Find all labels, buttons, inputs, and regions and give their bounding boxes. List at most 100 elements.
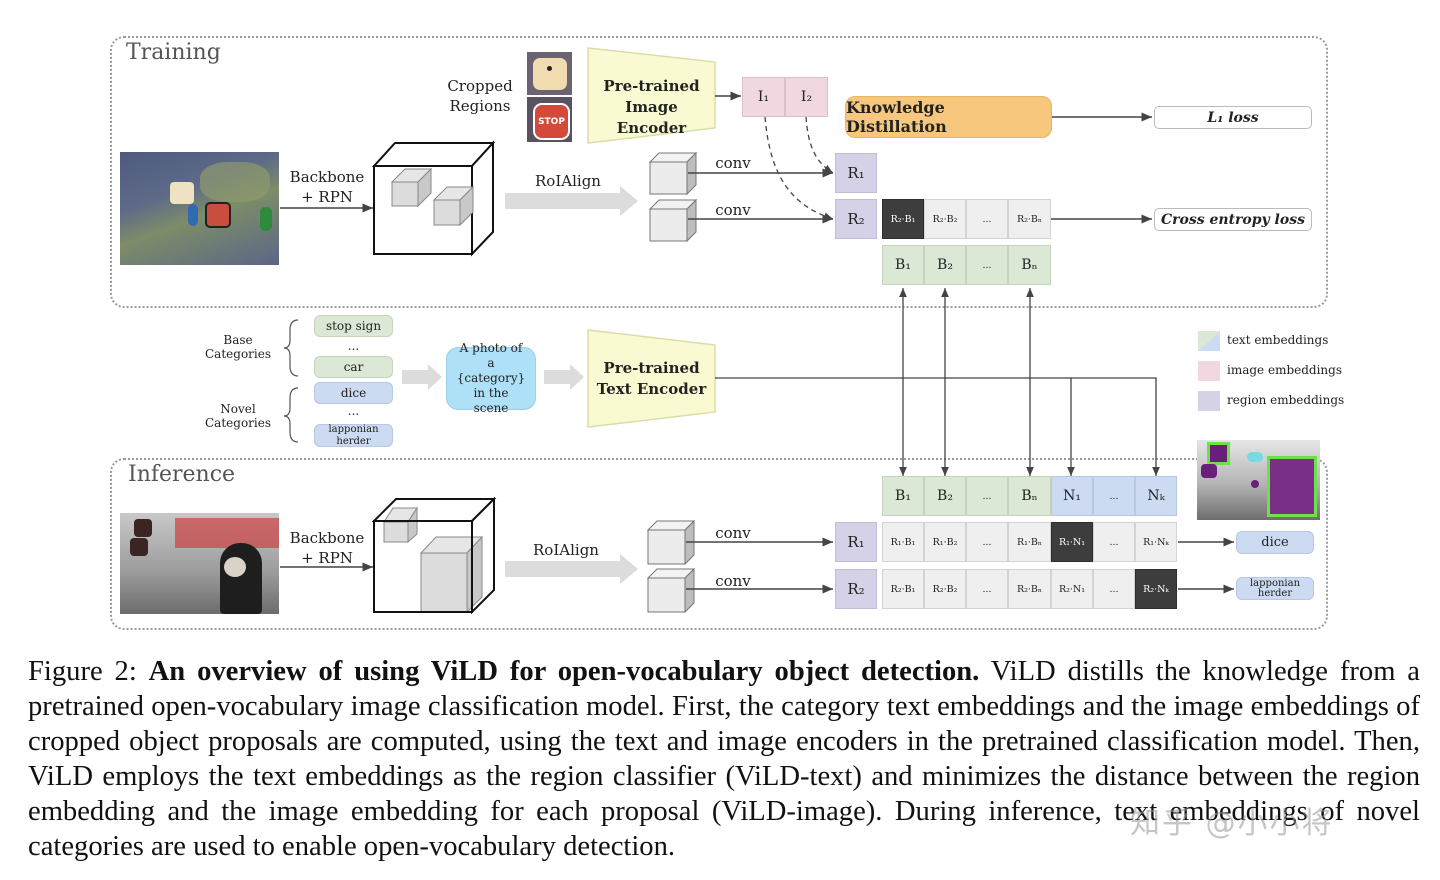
- inference-score-r1: R₁·B₂: [924, 522, 966, 562]
- region-embedding-r1-training: R₁: [835, 153, 877, 193]
- inference-text-embedding: ...: [966, 476, 1008, 516]
- inference-score-r1: R₁·B₁: [882, 522, 924, 562]
- backbone-label-training: Backbone + RPN: [284, 167, 370, 207]
- arrow-prompt-to-encoder: [544, 364, 584, 390]
- inference-text-embedding: B₁: [882, 476, 924, 516]
- training-base-embedding: Bₙ: [1008, 245, 1051, 285]
- image-encoder-line-2: Image Encoder: [616, 98, 687, 137]
- inference-text-embedding: B₂: [924, 476, 966, 516]
- category-lapponian-herder: lapponian herder: [314, 424, 393, 447]
- conv-label-1-training: conv: [715, 154, 751, 172]
- training-panel: [110, 36, 1328, 308]
- region-embedding-r2-inference: R₂: [835, 569, 877, 609]
- roi-cube-2-inference: [646, 567, 696, 614]
- dashed-arrow-i2-to-r1: [805, 116, 834, 174]
- novel-bracket: [283, 387, 299, 443]
- roi-cube-1-training: [648, 151, 698, 196]
- training-title: Training: [126, 40, 221, 65]
- prediction-dice: dice: [1236, 531, 1314, 554]
- detection-output-image: [1197, 440, 1320, 520]
- caption-label: Figure 2:: [28, 656, 137, 687]
- roi-cube-2-training: [648, 198, 698, 243]
- inference-score-r2: R₂·Bₙ: [1008, 569, 1051, 609]
- dashed-arrow-i1-to-r2: [764, 116, 834, 220]
- inference-score-r2: R₂·N₁: [1051, 569, 1093, 609]
- novel-categories-label: Novel Categories: [205, 402, 271, 430]
- category-dice: dice: [314, 382, 393, 404]
- inference-score-r1-highlight: R₁·N₁: [1051, 522, 1093, 562]
- roialign-arrow-inference: [505, 554, 638, 584]
- knowledge-distillation-box: Knowledge Distillation: [845, 96, 1052, 138]
- training-score-cell: ...: [966, 199, 1008, 239]
- inference-score-r1: ...: [966, 522, 1008, 562]
- training-score-cell: R₂·Bₙ: [1008, 199, 1051, 239]
- text-encoder-line-2: Text Encoder: [596, 380, 707, 398]
- inference-input-image: [120, 513, 279, 614]
- image-encoder: Pre-trained Image Encoder: [588, 76, 715, 139]
- conv-label-2-training: conv: [715, 201, 751, 219]
- region-embedding-r1-inference: R₁: [835, 522, 877, 562]
- inference-score-r2: ...: [966, 569, 1008, 609]
- inference-panel: [110, 458, 1328, 630]
- training-base-embedding: B₂: [924, 245, 966, 285]
- inference-title: Inference: [128, 462, 236, 487]
- training-base-embedding: ...: [966, 245, 1008, 285]
- training-score-cell: R₂·B₂: [924, 199, 966, 239]
- inference-score-r1: R₁·Nₖ: [1135, 522, 1177, 562]
- inference-score-r1: ...: [1093, 522, 1135, 562]
- rpn-text: + RPN: [301, 549, 353, 567]
- backbone-text: Backbone: [289, 529, 365, 547]
- base-categories-label: Base Categories: [205, 333, 271, 361]
- caption-body: ViLD distills the knowledge from a pretr…: [28, 656, 1420, 862]
- legend-swatch-text: [1198, 331, 1220, 351]
- inference-score-r2: R₂·B₁: [882, 569, 924, 609]
- text-encoder-output-line: [715, 377, 1160, 476]
- legend-swatch-image: [1198, 361, 1220, 381]
- l1-loss-box: L₁ loss: [1154, 106, 1312, 129]
- cropped-dice-image: [527, 52, 572, 95]
- prediction-lapponian-herder: lapponian herder: [1236, 577, 1314, 600]
- training-input-image: [120, 152, 279, 265]
- figure-caption: Figure 2: An overview of using ViLD for …: [28, 654, 1420, 864]
- base-categories-ellipsis: ...: [347, 339, 360, 353]
- region-embedding-r2-training: R₂: [835, 199, 877, 239]
- legend-text-embeddings: text embeddings: [1227, 333, 1329, 347]
- roialign-label-inference: RoIAlign: [533, 541, 599, 559]
- feature-map-cube-inference: [371, 496, 497, 615]
- category-car: car: [314, 356, 393, 378]
- inference-text-embedding: Bₙ: [1008, 476, 1051, 516]
- image-encoder-line-1: Pre-trained: [603, 77, 700, 95]
- inference-score-r1: R₁·Bₙ: [1008, 522, 1051, 562]
- training-base-embedding: B₁: [882, 245, 924, 285]
- text-encoder-line-1: Pre-trained: [603, 359, 700, 377]
- cropped-regions-label: Cropped Regions: [447, 77, 513, 115]
- novel-categories-ellipsis: ...: [347, 404, 360, 418]
- text-encoder: Pre-trained Text Encoder: [588, 358, 715, 400]
- conv-label-1-inference: conv: [715, 524, 751, 542]
- legend-region-embeddings: region embeddings: [1227, 393, 1345, 407]
- watermark: 知乎 @小小将: [1130, 806, 1334, 841]
- inference-text-embedding: Nₖ: [1135, 476, 1177, 516]
- caption-title: An overview of using ViLD for open-vocab…: [148, 656, 980, 687]
- cropped-stop-sign-image: STOP: [527, 97, 572, 142]
- text-encoder-shape: [587, 329, 716, 428]
- conv-label-2-inference: conv: [715, 572, 751, 590]
- backbone-label-inference: Backbone + RPN: [284, 528, 370, 568]
- training-score-cell: R₂·B₁: [882, 199, 924, 239]
- category-stop-sign: stop sign: [314, 315, 393, 337]
- image-encoder-shape: [587, 47, 716, 144]
- rpn-text: + RPN: [301, 188, 353, 206]
- image-embedding-i1: I₁: [742, 77, 785, 117]
- prompt-template-box: A photo of a {category} in the scene: [446, 341, 536, 415]
- roialign-label-training: RoIAlign: [535, 172, 601, 190]
- backbone-text: Backbone: [289, 168, 365, 186]
- inference-text-embedding: ...: [1093, 476, 1135, 516]
- legend-swatch-region: [1198, 391, 1220, 411]
- roialign-arrow-training: [505, 186, 638, 216]
- inference-text-embedding: N₁: [1051, 476, 1093, 516]
- arrow-categories-to-prompt: [402, 364, 442, 390]
- inference-score-r2: R₂·B₂: [924, 569, 966, 609]
- cross-entropy-loss-box: Cross entropy loss: [1154, 208, 1312, 231]
- legend-image-embeddings: image embeddings: [1227, 363, 1343, 377]
